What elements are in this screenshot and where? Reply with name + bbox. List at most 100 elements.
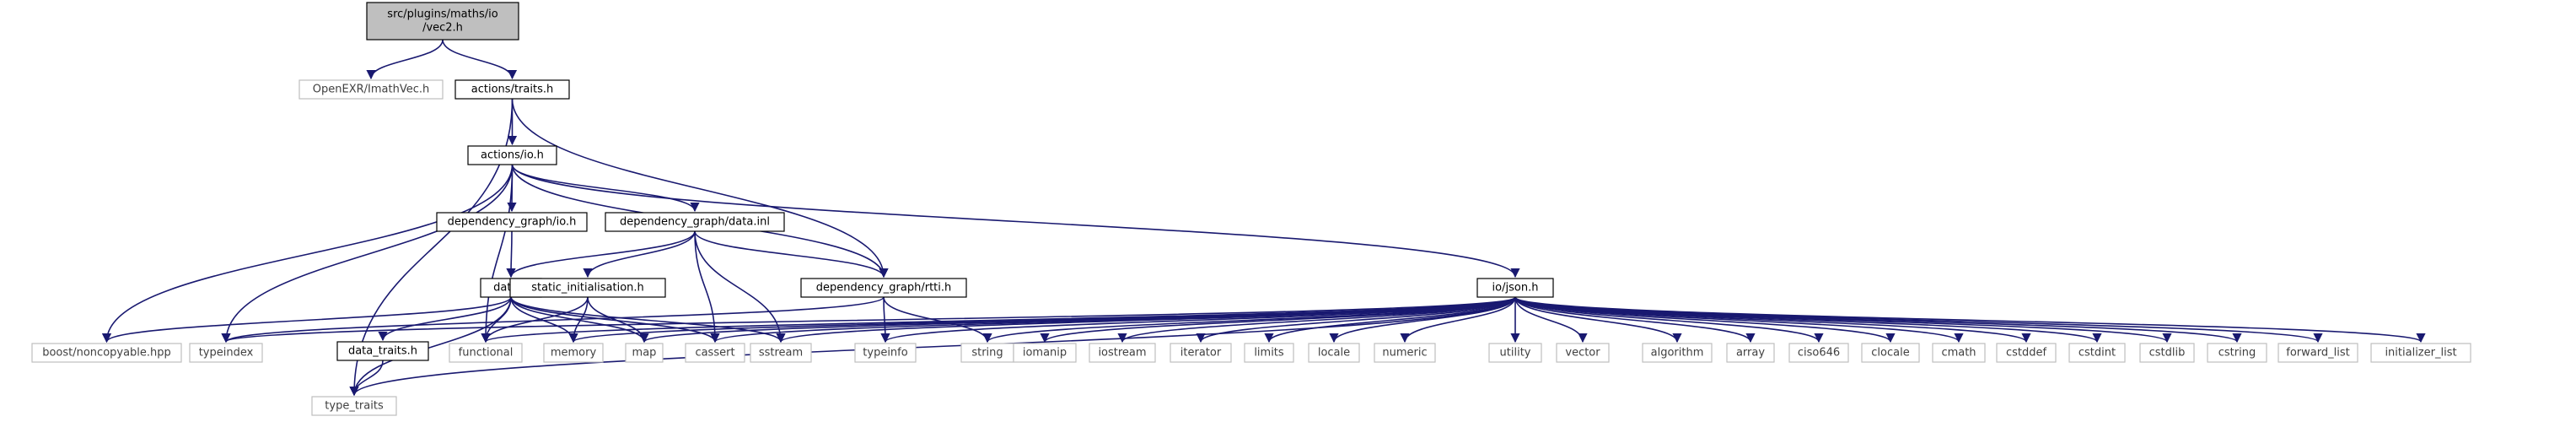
edge-json-to-typeindex [222,296,1516,344]
node-box-map [625,343,664,363]
node-typeinfo: typeinfo [854,343,917,363]
node-box-iostream [1089,343,1156,363]
edge-json-to-numeric [1400,296,1516,344]
node-label-boost_nc: boost/noncopyable.hpp [42,347,171,360]
node-array: array [1726,343,1775,363]
edge-dg_data_inl-to-static_init [583,230,696,279]
node-utility: utility [1488,343,1542,363]
node-static_init[interactable]: static_initialisation.h [509,278,666,298]
node-label-iostream: iostream [1098,347,1146,360]
node-box-functional [449,343,523,363]
node-box-locale [1308,343,1360,363]
node-vec2[interactable]: src/plugins/maths/io/vec2.h [366,2,519,41]
node-label-cstdint: cstdint [2079,347,2116,360]
node-box-limits [1244,343,1294,363]
node-label-static_init: static_initialisation.h [531,282,644,295]
node-label-cstdlib: cstdlib [2149,347,2186,360]
node-box-sstream [750,343,812,363]
node-sstream: sstream [750,343,812,363]
node-box-iterator [1170,343,1232,363]
node-label-dg_io: dependency_graph/io.h [448,216,577,229]
node-box-vector [1556,343,1610,363]
edge-json-to-initializer_list [1514,296,2426,344]
edge-data_h-to-boost_nc [102,296,512,344]
edge-json-to-sstream [776,296,1516,344]
node-label-initializer_list: initializer_list [2385,347,2456,360]
node-box-boost_nc [31,343,182,363]
node-imathvec: OpenEXR/ImathVec.h [298,79,444,100]
edge-json-to-type_traits [349,296,1516,397]
node-traits[interactable]: actions/traits.h [454,79,570,100]
node-label-cstddef: cstddef [2006,347,2047,360]
node-label-utility: utility [1500,347,1531,360]
node-box-static_init [509,278,666,298]
node-data_traits[interactable]: data_traits.h [336,341,429,361]
node-box-dg_data_inl [605,212,785,232]
node-box-initializer_list [2370,343,2471,363]
node-clocale: clocale [1861,343,1920,363]
edge-io-to-functional [481,164,514,344]
node-boost_nc: boost/noncopyable.hpp [31,343,182,363]
node-box-ciso646 [1788,343,1849,363]
edge-rtti-to-typeindex [221,296,885,344]
node-label-algorithm: algorithm [1651,347,1704,360]
node-box-utility [1488,343,1542,363]
node-label-clocale: clocale [1871,347,1909,360]
node-label-cassert: cassert [695,347,734,360]
edge-vec2-to-traits [442,39,518,80]
node-json[interactable]: io/json.h [1476,278,1554,298]
node-label-locale: locale [1318,347,1350,360]
node-box-clocale [1861,343,1920,363]
nodes-layer: src/plugins/maths/io/vec2.hOpenEXR/Imath… [31,2,2471,416]
node-label-cstring: cstring [2218,347,2256,360]
node-initializer_list: initializer_list [2370,343,2471,363]
node-dg_io[interactable]: dependency_graph/io.h [436,212,588,232]
node-label-dg_data_inl: dependency_graph/data.inl [620,216,770,229]
node-box-cmath [1932,343,1986,363]
edge-data_h-to-map [510,296,649,344]
node-box-json [1476,278,1554,298]
node-label-forward_list: forward_list [2286,347,2349,360]
node-rtti[interactable]: dependency_graph/rtti.h [800,278,967,298]
node-iterator: iterator [1170,343,1232,363]
edges-layer [101,39,2426,397]
node-label-vec2: src/plugins/maths/io [387,8,497,21]
node-box-traits [454,79,570,100]
edge-json-to-algorithm [1514,296,1682,344]
node-type_traits: type_traits [311,396,397,416]
node-label-functional: functional [459,347,514,360]
node-functional: functional [449,343,523,363]
node-label-memory: memory [551,347,597,360]
edge-json-to-iomanip [1040,296,1516,344]
node-typeindex: typeindex [189,343,263,363]
node-dg_data_inl[interactable]: dependency_graph/data.inl [605,212,785,232]
node-box-cstdint [2068,343,2126,363]
node-box-typeinfo [854,343,917,363]
node-box-rtti [800,278,967,298]
node-limits: limits [1244,343,1294,363]
node-label-vec2: /vec2.h [422,22,463,35]
edge-traits-to-rtti [511,98,889,279]
node-cmath: cmath [1932,343,1986,363]
node-label-map: map [632,347,657,360]
edge-dg_io-to-data_h [506,230,516,279]
node-label-rtti: dependency_graph/rtti.h [816,282,952,295]
node-box-dg_io [436,212,588,232]
edge-json-to-locale [1329,296,1516,344]
edge-io-to-typeindex [221,164,514,344]
edge-json-to-typeinfo [880,296,1516,344]
node-label-iterator: iterator [1180,347,1222,360]
node-memory: memory [543,343,604,363]
node-box-type_traits [311,396,397,416]
edge-json-to-clocale [1514,296,1896,344]
node-io[interactable]: actions/io.h [467,145,557,165]
node-ciso646: ciso646 [1788,343,1849,363]
edge-io-to-boost_nc [101,164,514,344]
node-cstring: cstring [2207,343,2267,363]
node-label-type_traits: type_traits [325,400,384,413]
node-string: string [960,343,1014,363]
node-box-io [467,145,557,165]
node-box-array [1726,343,1775,363]
node-box-algorithm [1642,343,1713,363]
node-label-typeindex: typeindex [199,347,254,360]
